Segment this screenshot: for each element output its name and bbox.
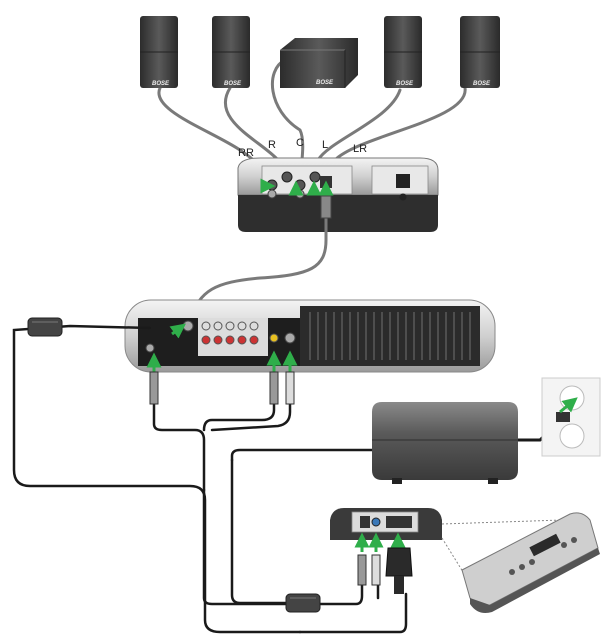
ferrite-core-top	[27, 317, 63, 337]
speaker-brand: BOSE	[396, 81, 414, 87]
audio-cable-2	[202, 374, 276, 432]
interface-plugs	[357, 547, 413, 594]
antenna-cable	[12, 324, 302, 634]
channel-label-r: R	[268, 139, 276, 151]
media-center	[124, 299, 496, 373]
media-center-arrows	[146, 323, 298, 372]
bass-link-cable	[188, 196, 328, 321]
channel-label-rr: RR	[238, 147, 254, 159]
speaker-r: BOSE	[212, 16, 250, 88]
ferrite-core-icon	[285, 593, 321, 613]
interface-module	[330, 508, 442, 540]
power-supply-icon	[372, 402, 518, 480]
rca-jacks	[145, 320, 296, 353]
channel-label-c: C	[296, 137, 304, 149]
speaker-brand: BOSE	[316, 80, 334, 86]
speaker-brand: BOSE	[224, 81, 242, 87]
ferrite-core-bottom	[285, 593, 321, 613]
power-cable	[230, 458, 288, 605]
vent-slots	[309, 312, 471, 360]
connection-arrow-icon	[559, 397, 578, 414]
speaker-lr: BOSE	[460, 16, 500, 88]
speaker-c: BOSE	[280, 38, 358, 88]
connection-arrow-icon	[169, 323, 186, 339]
wall-outlet	[541, 377, 601, 457]
power-supply	[372, 402, 562, 484]
channel-label-lr: LR	[353, 143, 367, 155]
link-cable-a	[318, 558, 364, 606]
ferrite-core-icon	[27, 317, 63, 337]
speaker-l: BOSE	[384, 16, 422, 88]
audio-cable-3	[210, 374, 292, 432]
channel-label-l: L	[322, 139, 328, 151]
speaker-brand: BOSE	[152, 81, 170, 87]
remote-pod	[461, 512, 600, 613]
bass-module	[237, 157, 439, 232]
trunk-cable	[202, 488, 288, 606]
power-cable-top	[230, 448, 374, 462]
audio-cable-1	[152, 374, 206, 492]
link-cable-b	[298, 592, 408, 634]
speaker-rr: BOSE	[140, 16, 178, 88]
bass-module-arrows	[260, 178, 334, 196]
speaker-brand: BOSE	[473, 81, 491, 87]
av-plugs	[149, 371, 295, 405]
black-cables	[12, 324, 408, 634]
